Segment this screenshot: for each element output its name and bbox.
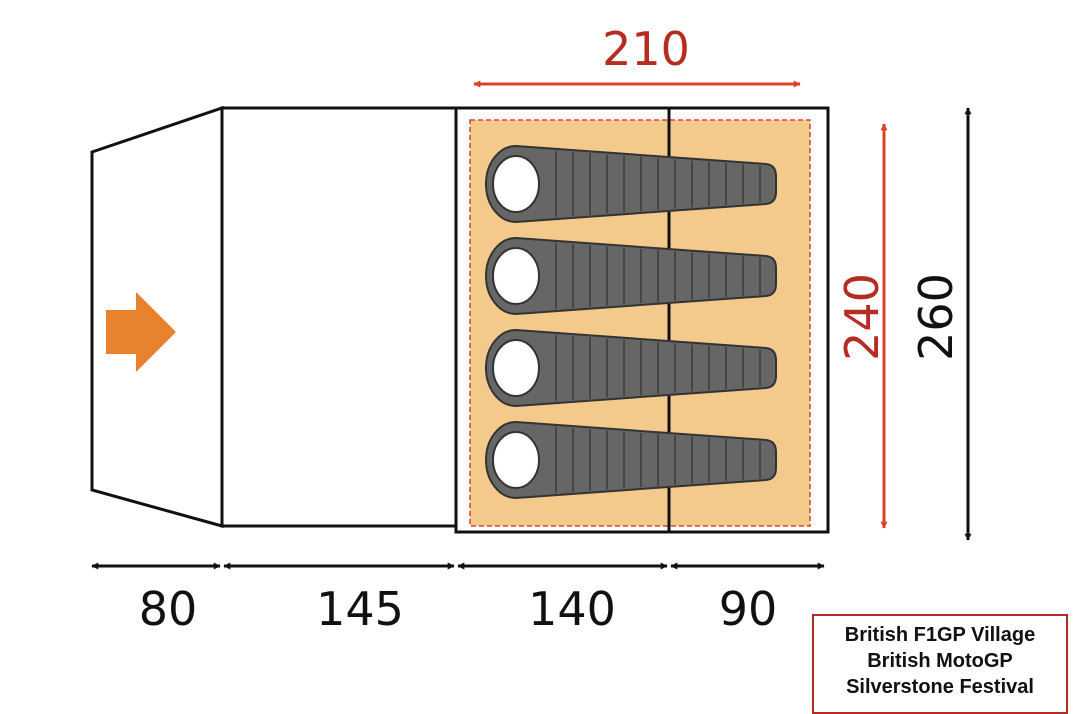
branding-line-1: British F1GP Village [844,624,1036,646]
sleeping-bags [485,144,777,500]
inner-height-label: 240 [835,273,889,361]
event-branding-box: British F1GP Village British MotoGP Silv… [812,614,1068,714]
bedroom-back-width-label: 90 [718,582,778,636]
sleeping-bag [485,328,777,408]
bedroom-front-width-label: 140 [528,582,616,636]
living-area [220,106,458,528]
branding-line-2: British MotoGP [867,650,1013,672]
sleeping-bag [485,236,777,316]
arrow-right-icon [106,292,176,372]
sleeping-bag [485,420,777,500]
top-width-label: 210 [602,22,690,76]
sleeping-bag [485,144,777,224]
outer-height-label: 260 [909,273,963,361]
living-area-width-label: 145 [316,582,404,636]
branding-line-3: Silverstone Festival [846,676,1034,698]
porch-width-label: 80 [138,582,198,636]
